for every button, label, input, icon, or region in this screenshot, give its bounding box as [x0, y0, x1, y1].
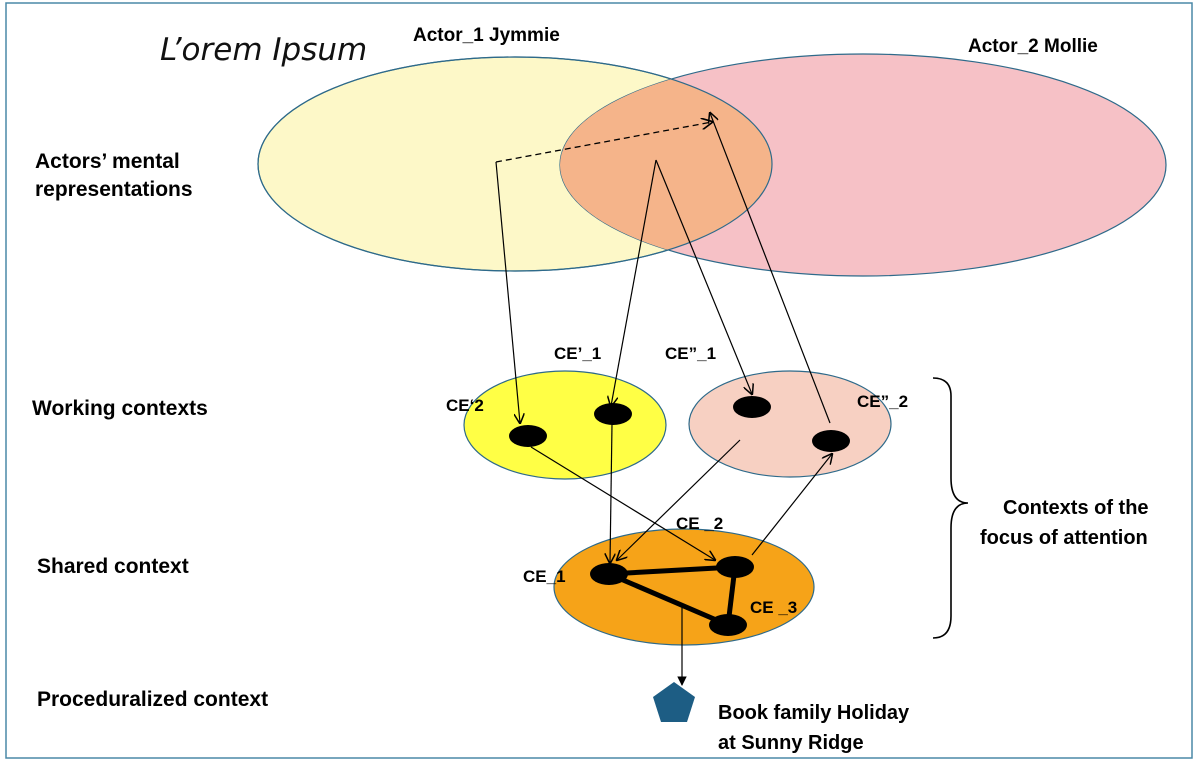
- node-ce-3: [709, 614, 747, 636]
- node-ce1-dprime: [733, 396, 771, 418]
- node-ce-2: [716, 556, 754, 578]
- actor1-mental-outline: [257, 56, 773, 272]
- arrow-ce1-dprime-to-ce1: [617, 439, 741, 560]
- node-ce2-dprime: [812, 430, 850, 452]
- arrow-to-ce2-prime: [495, 161, 520, 423]
- arrow-to-ce1-dprime: [655, 159, 752, 394]
- row-label-shared: Shared context: [37, 555, 189, 578]
- arrow-ce1-prime-to-ce1: [610, 423, 612, 563]
- node-ce1-prime: [594, 403, 632, 425]
- node-ce1: [590, 563, 628, 585]
- focus-attention-brace: [932, 377, 969, 639]
- arrow-to-ce1-prime: [611, 159, 657, 406]
- ce-1-label: CE_1: [523, 567, 566, 586]
- dashed-arrow-to-shared-mental: [495, 122, 712, 163]
- ce-3-label: CE _3: [750, 598, 797, 617]
- row-label-mental-2: representations: [35, 178, 193, 201]
- ce-2-label: CE _2: [676, 514, 723, 533]
- outcome-label-line1: Book family Holiday: [718, 702, 910, 724]
- outcome-label-line2: at Sunny Ridge: [718, 732, 864, 754]
- ce2-dprime-label: CE”_2: [857, 392, 908, 411]
- working-context-1-ellipse: [463, 370, 667, 480]
- ce1-dprime-label: CE”_1: [665, 344, 716, 363]
- arrow-ce-2-to-ce2-dprime: [751, 454, 832, 556]
- row-label-working: Working contexts: [32, 397, 208, 420]
- brace-label-line1: Contexts of the: [1003, 497, 1149, 519]
- actor1-label: Actor_1 Jymmie: [413, 25, 560, 46]
- diagram-frame: [5, 2, 1193, 759]
- working-context-2-ellipse: [688, 370, 892, 478]
- row-label-mental-1: Actors’ mental: [35, 150, 180, 173]
- row-label-proceduralized: Proceduralized context: [37, 688, 268, 711]
- ce1-prime-label: CE’_1: [554, 344, 601, 363]
- brace-label-line2: focus of attention: [980, 527, 1148, 549]
- shared-mental-overlap: [560, 57, 772, 271]
- ce2-prime-label: CE‘2: [446, 396, 484, 415]
- actor2-label: Actor_2 Mollie: [968, 36, 1098, 57]
- shared-context-ellipse: [553, 528, 815, 646]
- arrow-ce2-dprime-to-mental: [710, 113, 831, 424]
- shared-edge-ce1-ce3: [608, 571, 729, 628]
- watermark-text: L’orem Ipsum: [160, 32, 367, 68]
- pentagon-icon: [653, 682, 695, 722]
- node-ce2-prime: [509, 425, 547, 447]
- arrow-ce2-prime-to-ce-2: [530, 446, 715, 560]
- shared-edge-ce1-ce2: [608, 564, 736, 577]
